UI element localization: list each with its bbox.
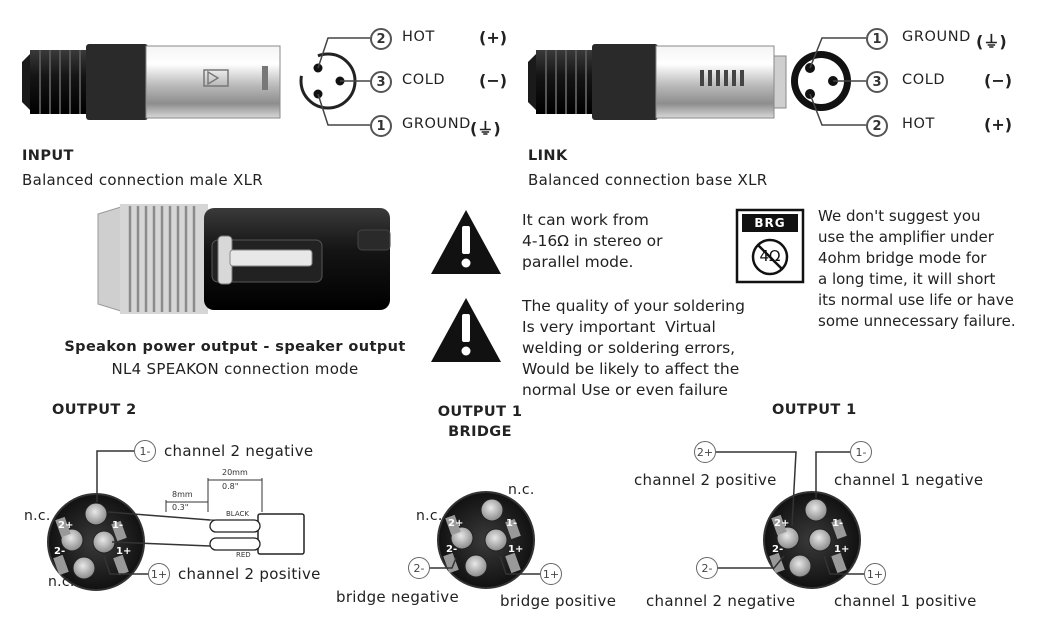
input-pin-ground-label: GROUND	[402, 116, 471, 132]
warning-triangle-icon	[431, 210, 501, 274]
wire-black-label: BLACK	[226, 510, 250, 518]
bridge-neg-label: bridge negative	[336, 588, 459, 606]
input-pin-leader-lines	[317, 37, 370, 126]
bridge-pin-2minus: 2-	[446, 544, 458, 555]
output1-leader-lines	[716, 451, 864, 575]
link-pin-1-badge: 1	[866, 28, 888, 50]
brg-ohm-label: 4Ω	[759, 247, 781, 265]
output1-heading: OUTPUT 1	[772, 402, 857, 418]
link-pin-ground-label: GROUND	[902, 29, 971, 45]
bridge-pos-label: bridge positive	[500, 592, 617, 610]
bridge-pos-badge: 1+	[540, 563, 562, 585]
output1-pin-2plus: 2+	[774, 518, 790, 529]
output1-pin-1minus: 1-	[832, 518, 844, 529]
output2-speakon-face	[47, 493, 145, 591]
input-xlr-male-connector	[22, 44, 281, 120]
bridge-pin-1minus: 1-	[506, 518, 518, 529]
bridge-heading: OUTPUT 1 BRIDGE	[420, 402, 540, 442]
input-pin-ground-sign: (⏚)	[470, 119, 501, 138]
input-pin-cold-label: COLD	[402, 72, 446, 88]
output1-ch1-positive-label: channel 1 positive	[834, 592, 977, 610]
link-pin-2-badge: 2	[866, 115, 888, 137]
link-xlr-female-connector	[528, 44, 787, 120]
input-pin-3-badge: 3	[370, 71, 392, 93]
link-pin-3-badge: 3	[866, 71, 888, 93]
speakon-subtitle: NL4 SPEAKON connection mode	[111, 360, 359, 378]
output2-neg-label: channel 2 negative	[164, 442, 314, 460]
warning-triangle-icon-2	[431, 298, 501, 362]
brg-no-4ohm-icon	[735, 208, 805, 284]
input-pin-hot-label: HOT	[402, 29, 435, 45]
bridge-nc-left: n.c.	[416, 508, 443, 524]
output2-leader-lines	[96, 450, 211, 575]
output1-2plus-badge: 2+	[694, 441, 716, 463]
bridge-nc-top: n.c.	[508, 482, 535, 498]
link-pin-ground-sign: (⏚)	[976, 32, 1007, 51]
link-pin-leader-lines	[809, 37, 866, 126]
link-pin-cold-sign: (−)	[984, 71, 1013, 90]
bridge-pin-1plus: 1+	[508, 544, 524, 555]
input-pin-1-badge: 1	[370, 115, 392, 137]
input-pin-hot-sign: (+)	[479, 28, 508, 47]
output2-pin-2plus: 2+	[58, 520, 74, 531]
brg-badge-label: BRG	[754, 216, 786, 230]
link-pin-hot-sign: (+)	[984, 115, 1013, 134]
bridge-leader-lines	[430, 555, 540, 575]
bridge-heading-line2: BRIDGE	[448, 424, 512, 440]
wire-red-label: RED	[236, 551, 251, 559]
dim-08in: 0.8"	[222, 482, 239, 491]
output2-nc-top: n.c.	[24, 508, 51, 524]
output1-pin-2minus: 2-	[772, 544, 784, 555]
input-pin-cold-sign: (−)	[479, 71, 508, 90]
bridge-pin-2plus: 2+	[448, 518, 464, 529]
dim-20mm: 20mm	[222, 468, 248, 477]
impedance-warning-text: It can work from 4-16Ω in stereo or para…	[522, 211, 663, 271]
output2-neg-badge: 1-	[134, 440, 156, 462]
output2-pin-1plus: 1+	[116, 546, 132, 557]
input-caption: Balanced connection male XLR	[22, 171, 263, 189]
link-pin-hot-label: HOT	[902, 116, 935, 132]
bridge-heading-line1: OUTPUT 1	[437, 404, 523, 420]
soldering-warning-text: The quality of your soldering Is very im…	[522, 297, 745, 399]
speakon-plug-image	[97, 204, 391, 314]
bridge-speakon-face	[437, 491, 535, 589]
output2-heading: OUTPUT 2	[52, 402, 137, 418]
output1-1plus-badge: 1+	[864, 563, 886, 585]
output1-pin-1plus: 1+	[834, 544, 850, 555]
output2-pos-badge: 1+	[148, 563, 170, 585]
link-heading: LINK	[528, 148, 568, 164]
dim-8mm: 8mm	[172, 490, 193, 499]
bridge-mode-note: We don't suggest you use the amplifier u…	[818, 207, 1016, 330]
link-pin-cold-label: COLD	[902, 72, 946, 88]
output1-2minus-badge: 2-	[696, 557, 718, 579]
link-caption: Balanced connection base XLR	[528, 171, 768, 189]
output1-ch1-negative-label: channel 1 negative	[834, 471, 984, 489]
output2-pos-label: channel 2 positive	[178, 565, 321, 583]
output1-1minus-badge: 1-	[850, 441, 872, 463]
bridge-neg-badge: 2-	[408, 557, 430, 579]
input-pin-2-badge: 2	[370, 28, 392, 50]
output2-pin-1minus: 1-	[112, 520, 124, 531]
dim-03in: 0.3"	[172, 503, 189, 512]
output1-ch2-negative-label: channel 2 negative	[646, 592, 796, 610]
output2-pin-2minus: 2-	[54, 546, 66, 557]
output2-cable	[165, 478, 305, 555]
input-heading: INPUT	[22, 148, 74, 164]
speakon-title: Speakon power output - speaker output	[64, 339, 406, 355]
input-xlr-pin-face	[299, 52, 357, 110]
output1-ch2-positive-label: channel 2 positive	[634, 471, 777, 489]
link-xlr-pin-face	[791, 51, 851, 111]
output1-speakon-face	[763, 491, 861, 589]
output2-nc-bottom: n.c.	[48, 574, 75, 590]
